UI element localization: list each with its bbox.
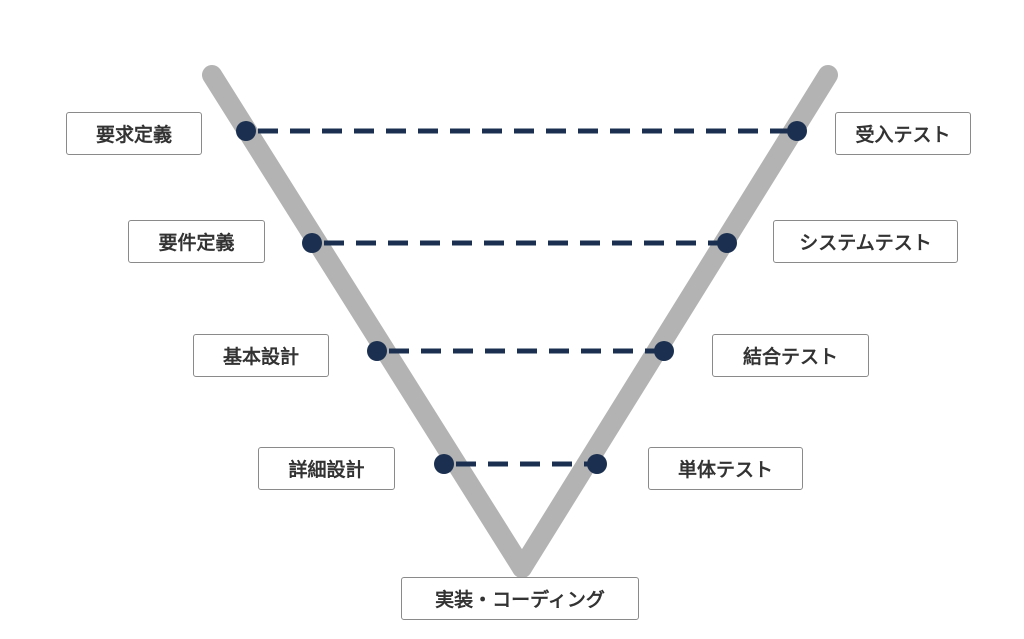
- phase-basic-design: 基本設計: [193, 334, 329, 377]
- phase-implementation-coding: 実装・コーディング: [401, 577, 639, 620]
- phase-detailed-design: 詳細設計: [258, 447, 395, 490]
- dot: [587, 454, 607, 474]
- dot: [717, 233, 737, 253]
- v-left-arm: [202, 65, 532, 578]
- dot: [434, 454, 454, 474]
- phase-acceptance-test: 受入テスト: [835, 112, 971, 155]
- phase-requirements-definition: 要求定義: [66, 112, 202, 155]
- phase-unit-test: 単体テスト: [648, 447, 803, 490]
- dot: [654, 341, 674, 361]
- v-right-arm: [512, 65, 838, 578]
- dot: [302, 233, 322, 253]
- dot: [787, 121, 807, 141]
- dot: [236, 121, 256, 141]
- phase-specification-definition: 要件定義: [128, 220, 265, 263]
- phase-system-test: システムテスト: [773, 220, 958, 263]
- phase-integration-test: 結合テスト: [712, 334, 869, 377]
- dot: [367, 341, 387, 361]
